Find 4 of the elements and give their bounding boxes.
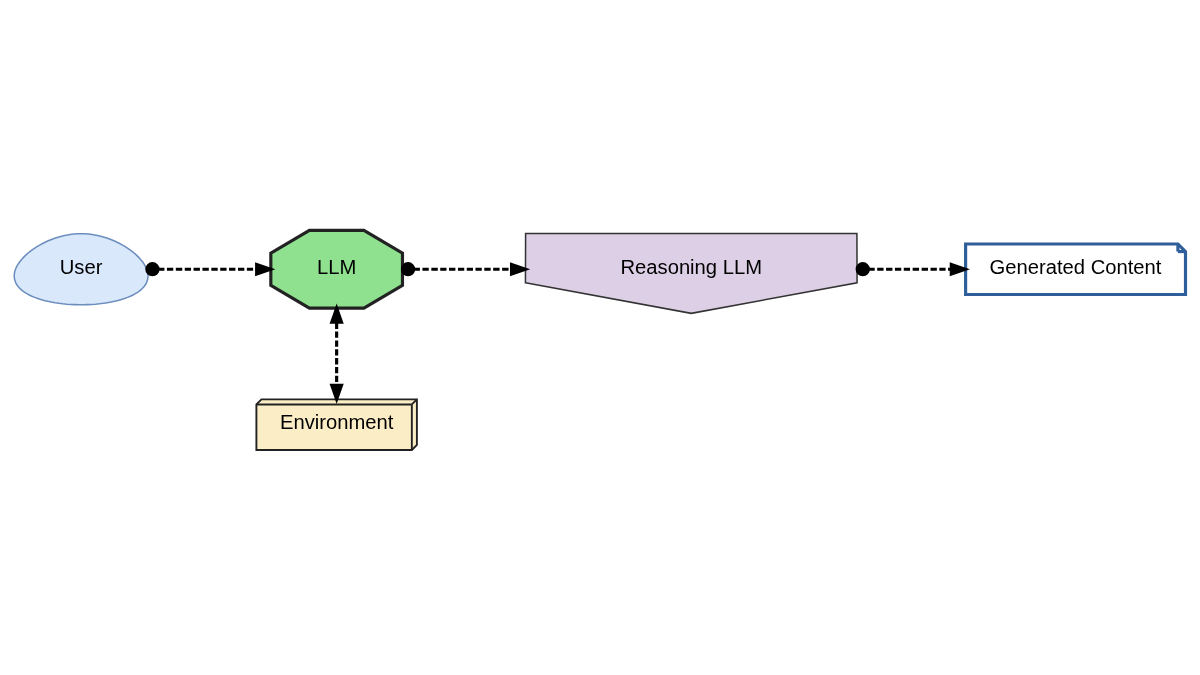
- arrow: [145, 262, 276, 277]
- arrow: [329, 303, 344, 404]
- arrow: [855, 262, 970, 277]
- arrow: [400, 262, 531, 277]
